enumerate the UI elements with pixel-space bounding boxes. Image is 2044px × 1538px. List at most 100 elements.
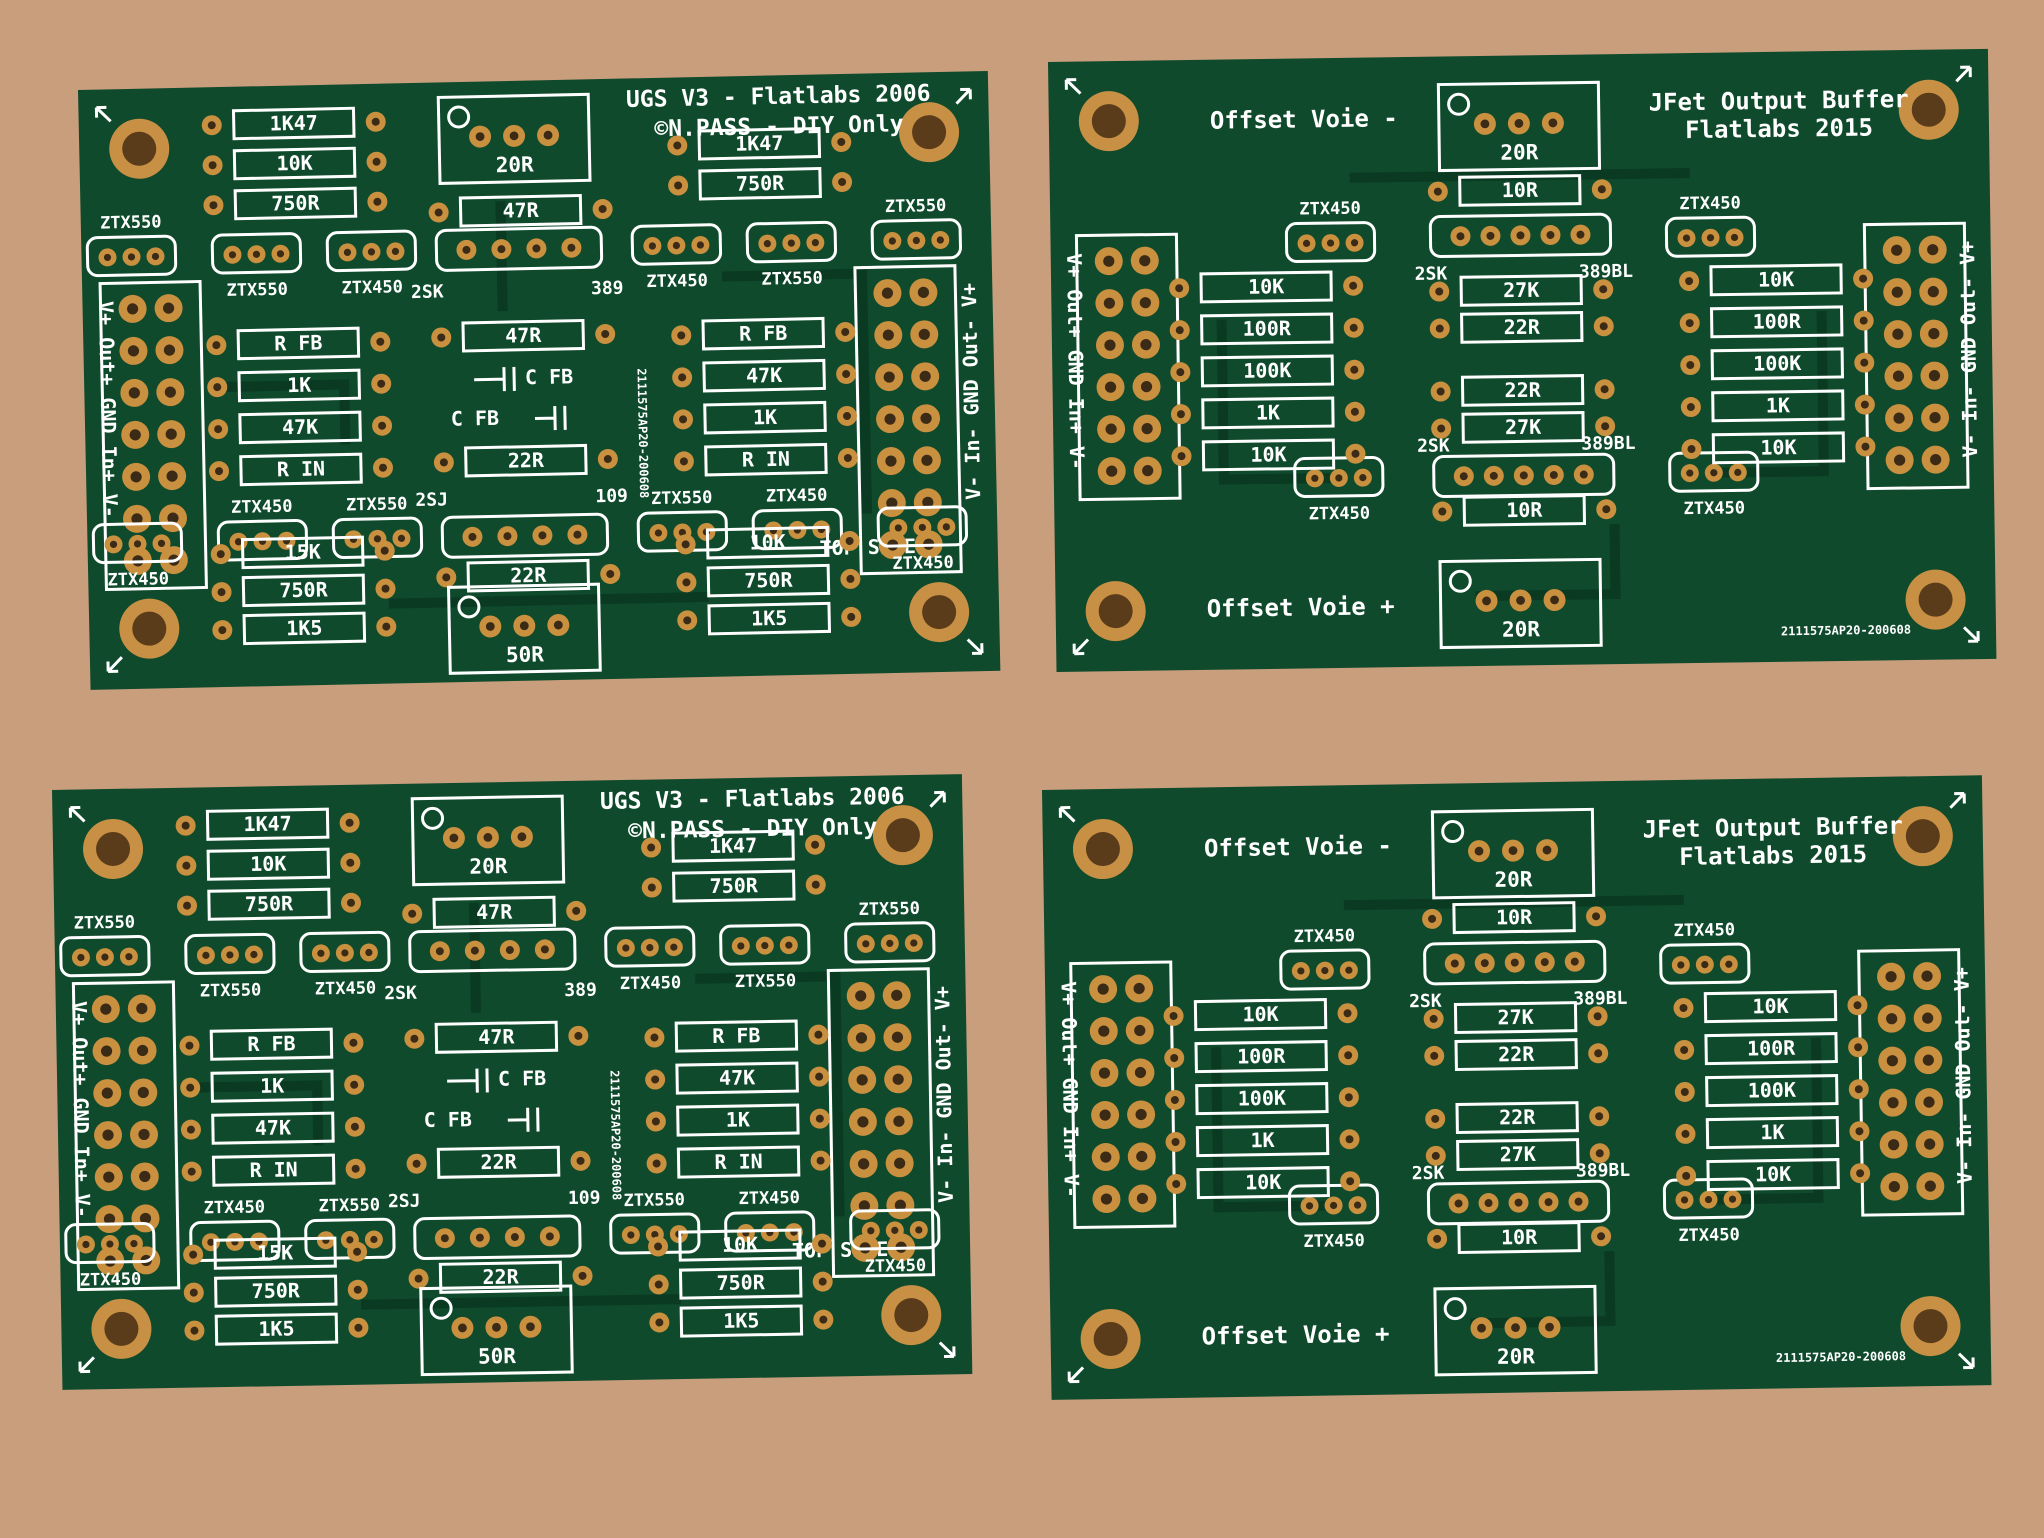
- resistor-value: 1K: [287, 373, 312, 397]
- trimmer-screw-icon: [1443, 1297, 1467, 1321]
- pad-hole: [250, 950, 258, 959]
- pad-hole: [131, 513, 143, 525]
- pad-hole: [1344, 1093, 1353, 1102]
- capacitor-symbol: [447, 1068, 489, 1093]
- pad-hole: [651, 1117, 660, 1126]
- pad-hole: [226, 951, 234, 959]
- pad-hole: [1430, 1051, 1439, 1060]
- resistor-value: 47R: [478, 1024, 515, 1049]
- pad-hole: [1546, 231, 1555, 240]
- board-serial: 2111575AP20-200608: [1776, 1349, 1906, 1365]
- pad-hole: [82, 1240, 90, 1249]
- resistor-outline: [461, 318, 586, 353]
- trimmer-outline: [436, 92, 592, 185]
- resistor-value: R FB: [247, 1031, 296, 1056]
- pad-hole: [1133, 982, 1145, 995]
- pad-hole: [354, 1323, 363, 1332]
- pad-hole: [1136, 1192, 1149, 1205]
- transistor-label: ZTX450: [738, 1188, 800, 1209]
- pad-hole: [1349, 323, 1358, 332]
- offset-plus-label: Offset Voie +: [1207, 592, 1395, 623]
- corner-arrow-icon: [1064, 78, 1082, 95]
- resistor-value: 750R: [271, 190, 321, 215]
- pad-hole: [651, 1075, 660, 1084]
- resistor-value: 47K: [746, 363, 783, 388]
- resistor-outline: [704, 442, 828, 477]
- corner-arrow-icon: [966, 638, 984, 655]
- pad-hole: [185, 1041, 194, 1050]
- pad-hole: [1346, 1177, 1355, 1186]
- transistor-outline: [870, 218, 962, 261]
- pad-hole: [1930, 454, 1942, 466]
- pad-hole: [1891, 244, 1903, 256]
- pad-hole: [919, 370, 931, 382]
- pad-hole: [1510, 958, 1519, 967]
- resistor-outline: [231, 106, 356, 141]
- pad-hole: [1679, 1003, 1688, 1012]
- resistor-outline: [1200, 354, 1335, 388]
- jfet-label: 389BL: [1581, 433, 1636, 455]
- pad-hole: [137, 1086, 149, 1099]
- pad-hole: [683, 616, 692, 625]
- pad-hole: [1350, 365, 1359, 374]
- pad-hole: [1687, 445, 1696, 454]
- pad-hole: [1599, 285, 1608, 294]
- pad-hole: [1349, 281, 1358, 290]
- transistor-label: ZTX450: [1678, 1225, 1740, 1246]
- left-edge-pinout: V+ Out+ GND In+ V-: [67, 1001, 95, 1218]
- copper-trace: [721, 268, 873, 514]
- copper-trace: [214, 379, 351, 445]
- pad-hole: [202, 951, 210, 959]
- pad-hole: [811, 880, 820, 889]
- pad-hole: [910, 939, 918, 947]
- resistor-outline: [1711, 389, 1845, 423]
- trimmer-outline: [1436, 80, 1602, 173]
- pad-hole: [440, 1234, 449, 1243]
- resistor-value: 10K: [1250, 442, 1286, 467]
- transistor-label: ZTX550: [651, 488, 713, 509]
- copper-trace: [695, 971, 845, 1217]
- pad-hole: [216, 550, 225, 559]
- pad-hole: [1459, 472, 1468, 481]
- pad-hole: [678, 373, 687, 382]
- pad-hole: [1484, 1199, 1493, 1208]
- pad-hole: [157, 539, 166, 547]
- corner-arrow-icon: [1949, 792, 1966, 809]
- pad-hole: [378, 421, 387, 430]
- resistor-value: 10K: [1758, 267, 1794, 292]
- resistor-value: 47K: [282, 415, 319, 440]
- resistor-outline: [1709, 263, 1843, 297]
- pad-hole: [100, 1045, 113, 1057]
- pad-hole: [622, 944, 630, 952]
- pad-hole: [1540, 958, 1549, 967]
- pad-hole: [376, 337, 385, 346]
- pad-hole: [1104, 381, 1117, 393]
- transistor-outline: [1659, 942, 1751, 985]
- pad-hole: [1428, 914, 1437, 923]
- resistor-outline: [702, 358, 826, 393]
- pad-hole: [881, 287, 894, 299]
- pad-hole: [165, 428, 177, 440]
- pad-hole: [1433, 1234, 1442, 1243]
- resistor-outline: [675, 1061, 799, 1095]
- transistor-label: ZTX550: [761, 268, 823, 289]
- mounting-hole: [1905, 819, 1940, 854]
- resistor-value: R IN: [277, 456, 326, 481]
- pad-hole: [842, 369, 851, 378]
- mounting-hole: [132, 611, 167, 646]
- pad-hole: [228, 251, 237, 259]
- pad-hole: [1353, 1201, 1362, 1209]
- pad-hole: [373, 535, 382, 543]
- pad-hole: [942, 523, 950, 531]
- pad-hole: [505, 946, 514, 955]
- transistor-outline: [844, 921, 936, 964]
- pad-hole: [1474, 846, 1484, 856]
- right-edge-pinout: V- In- GND Out- V+: [930, 986, 958, 1203]
- pad-hole: [414, 1274, 423, 1283]
- pad-hole: [1894, 454, 1906, 466]
- resistor-outline: [1460, 374, 1585, 407]
- pad-hole: [136, 1002, 148, 1015]
- pad-hole: [1680, 1045, 1689, 1054]
- resistor-outline: [211, 1111, 335, 1145]
